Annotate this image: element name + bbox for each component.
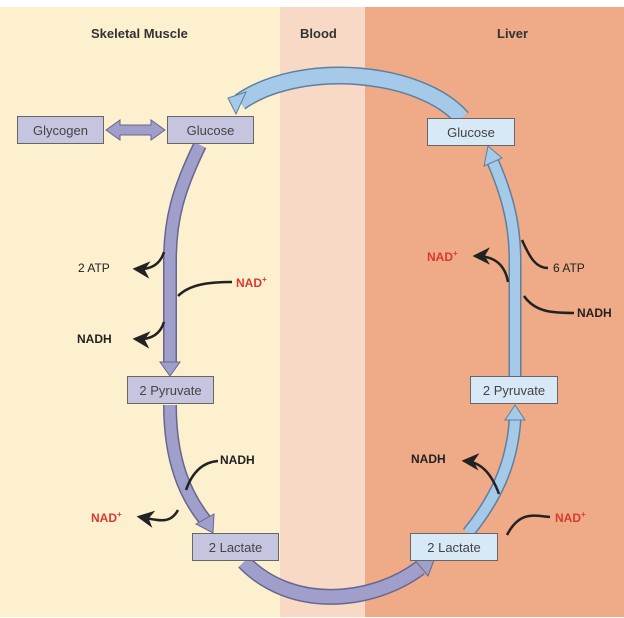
muscle-nad-label-1: NAD+ bbox=[236, 275, 267, 290]
muscle-pyruvate-box: 2 Pyruvate bbox=[127, 376, 214, 404]
muscle-nad-label-2: NAD+ bbox=[91, 510, 122, 525]
liver-nadh-label-2: NADH bbox=[411, 452, 446, 466]
muscle-nadh-label-1: NADH bbox=[77, 332, 112, 346]
blood-region bbox=[280, 7, 365, 617]
liver-pyruvate-box: 2 Pyruvate bbox=[470, 376, 558, 404]
liver-nadh-label-1: NADH bbox=[577, 306, 612, 320]
muscle-nadh-label-2: NADH bbox=[220, 453, 255, 467]
region-title-muscle: Skeletal Muscle bbox=[91, 26, 188, 41]
region-title-liver: Liver bbox=[497, 26, 529, 41]
liver-atp-label: 6 ATP bbox=[553, 261, 585, 275]
liver-region bbox=[365, 7, 624, 617]
glycogen-box: Glycogen bbox=[17, 116, 104, 144]
liver-lactate-box: 2 Lactate bbox=[410, 533, 498, 561]
muscle-lactate-box: 2 Lactate bbox=[192, 533, 279, 561]
liver-nad-label-2: NAD+ bbox=[555, 510, 586, 525]
muscle-glucose-box: Glucose bbox=[167, 116, 254, 144]
arrow-glycogen-glucose-bidirectional bbox=[105, 119, 166, 141]
liver-nad-label-1: NAD+ bbox=[427, 249, 458, 264]
liver-glucose-box: Glucose bbox=[427, 118, 515, 146]
muscle-atp-label: 2 ATP bbox=[78, 261, 110, 275]
region-title-blood: Blood bbox=[300, 26, 337, 41]
